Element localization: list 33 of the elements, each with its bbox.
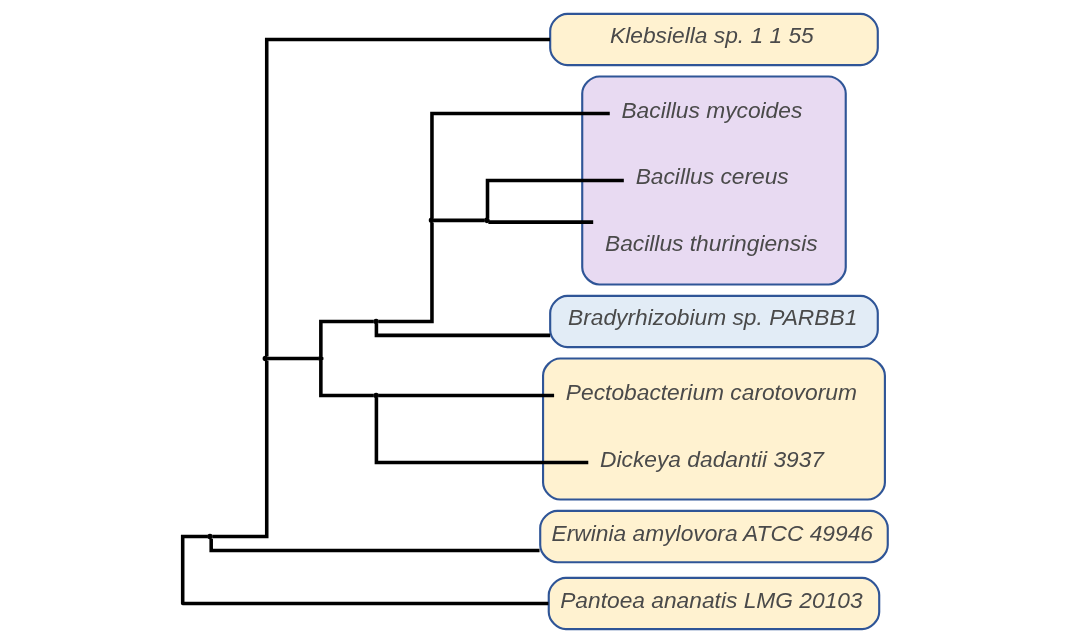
node-point [373, 392, 379, 399]
connector [378, 222, 434, 324]
connector [212, 360, 269, 539]
connector [430, 111, 610, 219]
node-point [262, 355, 269, 362]
node-point [373, 318, 379, 325]
node-box: Pantoea ananatis LMG 20103 [547, 576, 881, 631]
node-text: Dickeya dadantii 3937 [600, 445, 825, 472]
connector [374, 397, 589, 465]
node-point [318, 355, 324, 362]
connector [485, 178, 624, 219]
connector [319, 319, 374, 357]
connector [209, 538, 540, 553]
node-point [428, 217, 435, 224]
connector [374, 323, 551, 338]
cluster [542, 357, 886, 501]
node-text: Bacillus mycoides [621, 96, 803, 123]
node-text: Bacillus cereus [635, 163, 789, 190]
node-point [484, 217, 490, 224]
node-text: Pectobacterium carotovorum [565, 378, 857, 405]
connector [319, 360, 374, 398]
connector [267, 356, 319, 361]
connector [488, 220, 594, 224]
connector [180, 534, 549, 606]
connector [264, 37, 550, 357]
node-text: Bacillus thuringiensis [605, 230, 818, 257]
cluster [581, 75, 847, 286]
node-point [207, 533, 213, 540]
connector [378, 393, 555, 398]
node-box: Klebsiella sp. 1 1 55 [549, 12, 879, 67]
node-box: Erwinia amylovora ATCC 49946 [539, 509, 889, 564]
connector [433, 218, 485, 223]
node-box: Bradyrhizobium sp. PARBB1 [549, 294, 879, 349]
